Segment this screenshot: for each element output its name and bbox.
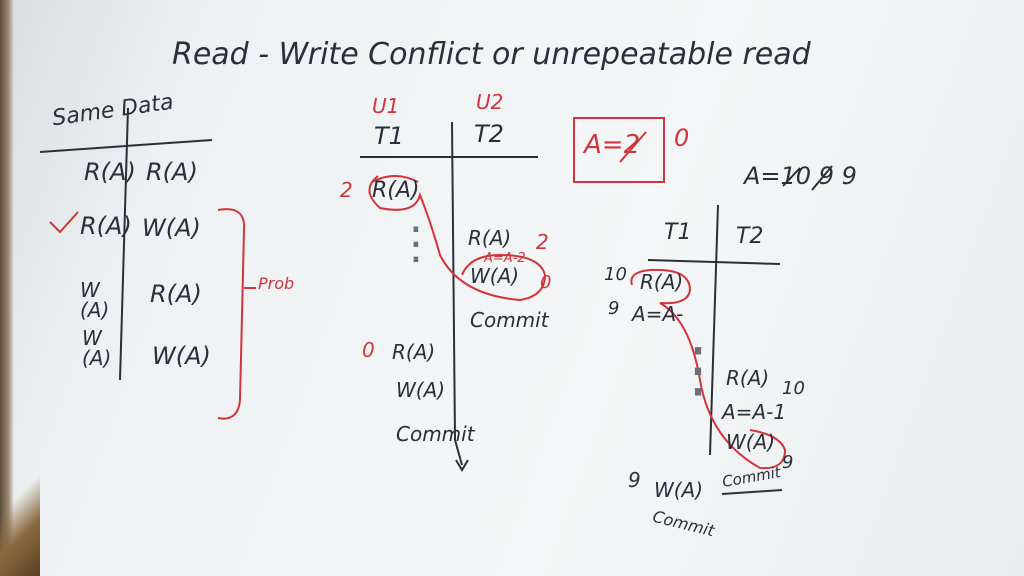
right-t1-read: R(A) [640,270,684,294]
value-box-text: A=2 [584,130,641,160]
left-row-3-col-2: R(A) [150,280,202,308]
right-t1-header: T1 [664,220,692,245]
t2-write: W(A) [470,264,520,288]
left-row-4-col-2: W(A) [152,342,211,370]
left-row-1-col-1: R(A) [84,158,136,186]
value-box-new-value: 0 [674,124,690,152]
left-row-1-col-2: R(A) [146,158,198,186]
t1-later-value: 0 [362,338,375,362]
board-frame-corner [0,470,40,576]
board-title: Read - Write Conflict or unrepeatable re… [172,37,811,72]
right-t2-header: T2 [736,224,764,249]
transaction-t2-header: T2 [474,120,504,148]
t1-read-value: 2 [340,178,353,202]
left-row-3-col-1: W(A) [80,278,110,322]
right-t1-later-write: W(A) [654,478,704,502]
t2-read-value: 2 [536,230,549,254]
transaction-t1-header: T1 [374,122,404,150]
t2-write-value: 0 [540,272,552,293]
right-t2-read-value: 10 [782,378,805,399]
value-box [573,117,665,183]
right-t1-later-value: 9 [628,468,641,492]
right-t1-update: A=A- [632,302,684,326]
t1-later-read: R(A) [392,340,436,364]
t1-read: R(A) [372,178,420,203]
right-t1-read-value: 10 [604,264,627,285]
problem-label: Prob [258,274,295,293]
right-t2-update: A=A-1 [722,400,787,424]
user-u2: U2 [476,90,504,114]
t2-commit: Commit [470,308,549,332]
t1-dots: ⋮ [394,218,438,269]
right-t1-dots: ⋮ [668,335,728,405]
t1-later-write: W(A) [396,378,446,402]
right-t2-write-value: 9 [782,452,794,473]
a-history: A=10 9 9 [744,162,857,190]
user-u1: U1 [372,94,400,118]
right-t1-update-value: 9 [608,298,620,319]
right-t2-write: W(A) [726,430,776,454]
t1-later-commit: Commit [396,422,475,446]
board-edge [0,0,14,576]
right-t2-read: R(A) [726,366,770,390]
left-row-2-col-1: R(A) [80,212,132,240]
t2-update: A=A-2 [484,251,526,266]
check-mark: ✓ [48,212,63,230]
left-row-2-col-2: W(A) [142,214,201,242]
t2-read: R(A) [468,226,512,250]
left-row-4-col-1: W(A) [82,326,112,370]
